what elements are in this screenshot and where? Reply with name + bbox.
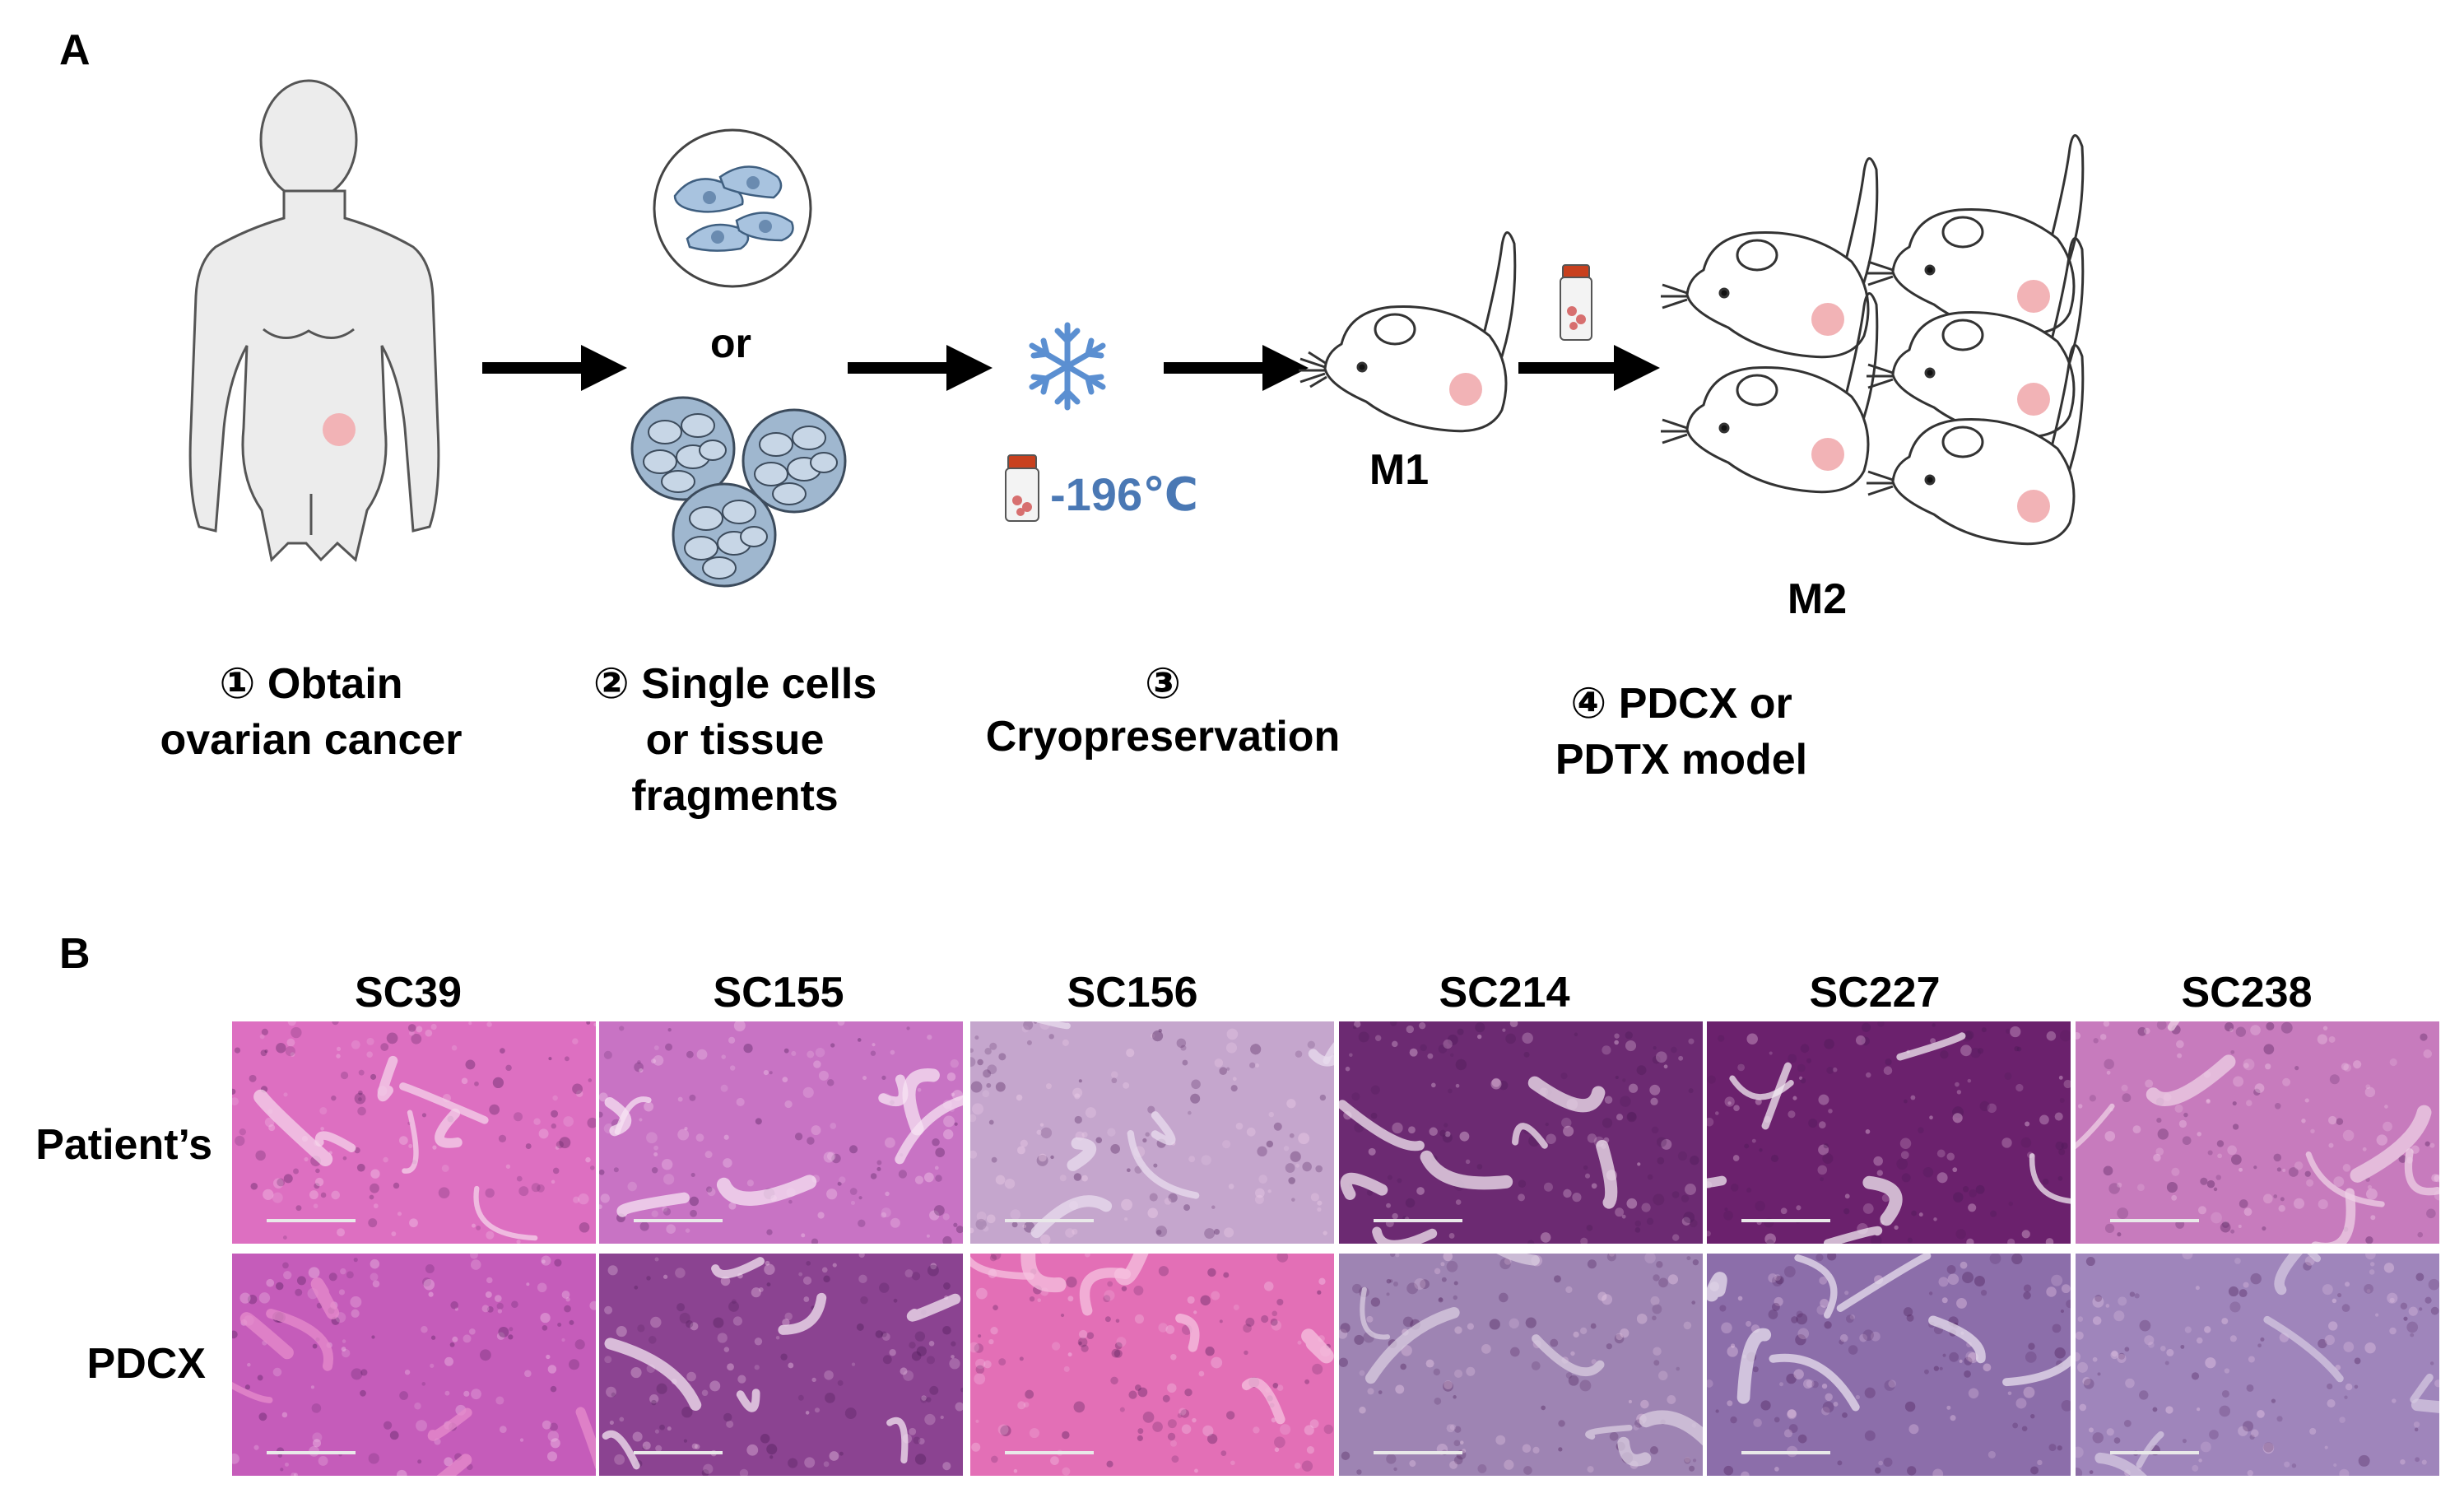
or-label: or	[710, 320, 751, 366]
mouse-m1-label: M1	[1369, 446, 1429, 494]
panel-b-label: B	[59, 930, 91, 978]
histology-tile-pdcx-sc39	[232, 1254, 596, 1476]
histology-tile-pdcx-sc227	[1707, 1254, 2071, 1476]
cells-dish-icon	[653, 128, 812, 288]
step-4-line-1: ④ PDCX or	[1570, 680, 1792, 728]
tissue-fragments-icon	[630, 396, 847, 588]
mouse-m2-icon	[1867, 134, 2085, 336]
histology-tile-pdcx-sc156	[970, 1254, 1334, 1476]
mouse-m2-icon	[1661, 157, 1879, 359]
histology-tile-patients-sc155	[599, 1021, 963, 1244]
histology-tile-pdcx-sc238	[2076, 1254, 2439, 1476]
column-header-sc155: SC155	[714, 969, 844, 1016]
histology-tile-patients-sc238	[2076, 1021, 2439, 1244]
cryovial-icon	[1560, 264, 1592, 341]
histology-tile-patients-sc156	[970, 1021, 1334, 1244]
histology-tile-patients-sc227	[1707, 1021, 2071, 1244]
step-3-line-2: Cryopreservation	[986, 713, 1341, 761]
step-caption-4: ④ PDCX or PDTX model	[1555, 680, 1807, 784]
cryovial-icon	[1005, 454, 1039, 522]
column-header-sc39: SC39	[355, 969, 462, 1016]
step-1-line-1: ① Obtain	[219, 660, 402, 708]
panel-a-label: A	[59, 26, 91, 74]
column-header-sc214: SC214	[1439, 969, 1570, 1016]
temperature-label: -196℃	[1050, 468, 1198, 520]
step-2-line-3: fragments	[631, 772, 838, 820]
step-caption-1: ① Obtain ovarian cancer	[160, 660, 462, 764]
tumor-site-marker	[323, 413, 356, 446]
column-header-sc227: SC227	[1810, 969, 1941, 1016]
column-header-sc238: SC238	[2182, 969, 2313, 1016]
step-2-line-2: or tissue	[646, 716, 825, 764]
histology-tile-patients-sc39	[232, 1021, 596, 1244]
step-2-line-1: ② Single cells	[593, 660, 877, 708]
histology-tile-patients-sc214	[1339, 1021, 1703, 1244]
row-label-pdcx: PDCX	[87, 1340, 207, 1388]
mouse-m1-icon	[1299, 231, 1517, 433]
histology-grid	[232, 1021, 2439, 1476]
mouse-m2-icon	[1867, 344, 2085, 546]
column-headers: SC39 SC155 SC156 SC214 SC227 SC238	[355, 969, 2313, 1016]
snowflake-icon	[1029, 322, 1106, 411]
mouse-m2-icon	[1661, 292, 1879, 494]
row-label-patients: Patient’s	[35, 1121, 212, 1169]
column-header-sc156: SC156	[1067, 969, 1198, 1016]
step-caption-2: ② Single cells or tissue fragments	[593, 660, 877, 820]
step-3-line-1: ③	[1145, 660, 1181, 708]
mouse-m2-icon	[1867, 237, 2085, 439]
step-4-line-2: PDTX model	[1555, 736, 1807, 784]
histology-tile-pdcx-sc214	[1339, 1254, 1703, 1476]
human-body-icon	[188, 79, 440, 563]
histology-tile-pdcx-sc155	[599, 1254, 963, 1476]
step-1-line-2: ovarian cancer	[160, 716, 462, 764]
mouse-m2-label: M2	[1788, 575, 1847, 623]
step-caption-3: ③ Cryopreservation	[986, 660, 1341, 761]
